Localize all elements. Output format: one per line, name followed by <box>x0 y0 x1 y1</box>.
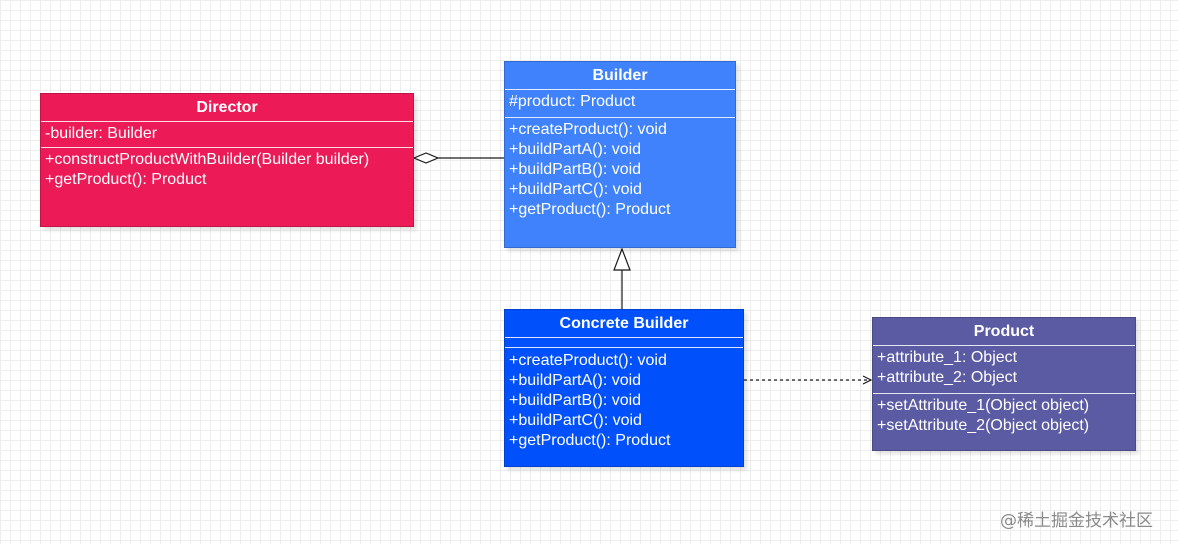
operation: +setAttribute_1(Object object) <box>877 397 1090 414</box>
watermark: @稀土掘金技术社区 <box>1000 511 1153 531</box>
operation: +buildPartA(): void <box>509 372 642 389</box>
director-operations: +constructProductWithBuilder(Builder bui… <box>41 148 413 190</box>
operation: +buildPartB(): void <box>509 392 642 409</box>
operation: +buildPartB(): void <box>509 161 642 178</box>
generalization-triangle <box>613 247 631 271</box>
operation: +constructProductWithBuilder(Builder bui… <box>45 151 370 168</box>
operation: +buildPartC(): void <box>509 412 642 429</box>
director-class-name: Director <box>41 94 413 122</box>
product-class-name: Product <box>873 318 1135 346</box>
attribute: +attribute_2: Object <box>877 369 1018 386</box>
operation: +createProduct(): void <box>509 352 667 369</box>
attribute: -builder: Builder <box>45 125 158 142</box>
concrete-builder-operations: +createProduct(): void +buildPartA(): voi… <box>505 348 743 451</box>
product-attributes: +attribute_1: Object +attribute_2: Object <box>873 346 1135 394</box>
concrete-builder-attributes <box>505 338 743 348</box>
attribute: #product: Product <box>509 93 636 110</box>
product-class[interactable]: Product +attribute_1: Object +attribute_2… <box>872 317 1136 451</box>
operation: +getProduct(): Product <box>509 201 671 218</box>
builder-class[interactable]: Builder #product: Product +createProduct… <box>504 61 736 248</box>
builder-class-name: Builder <box>505 62 735 90</box>
operation: +buildPartA(): void <box>509 141 642 158</box>
concrete-builder-class-name: Concrete Builder <box>505 310 743 338</box>
director-class[interactable]: Director -builder: Builder +constructPro… <box>40 93 414 227</box>
operation: +setAttribute_2(Object object) <box>877 417 1090 434</box>
product-operations: +setAttribute_1(Object object) +setAttrib… <box>873 394 1135 436</box>
aggregation-diamond <box>412 152 440 164</box>
attribute: +attribute_1: Object <box>877 349 1018 366</box>
concrete-builder-class[interactable]: Concrete Builder +createProduct(): void+… <box>504 309 744 467</box>
operation: +createProduct(): void <box>509 121 667 138</box>
operation: +getProduct(): Product <box>45 171 207 188</box>
builder-attributes: #product: Product <box>505 90 735 118</box>
director-attributes: -builder: Builder <box>41 122 413 148</box>
builder-operations: +createProduct(): void +buildPartA(): voi… <box>505 118 735 220</box>
operation: +buildPartC(): void <box>509 181 642 198</box>
operation: +getProduct(): Product <box>509 432 671 449</box>
